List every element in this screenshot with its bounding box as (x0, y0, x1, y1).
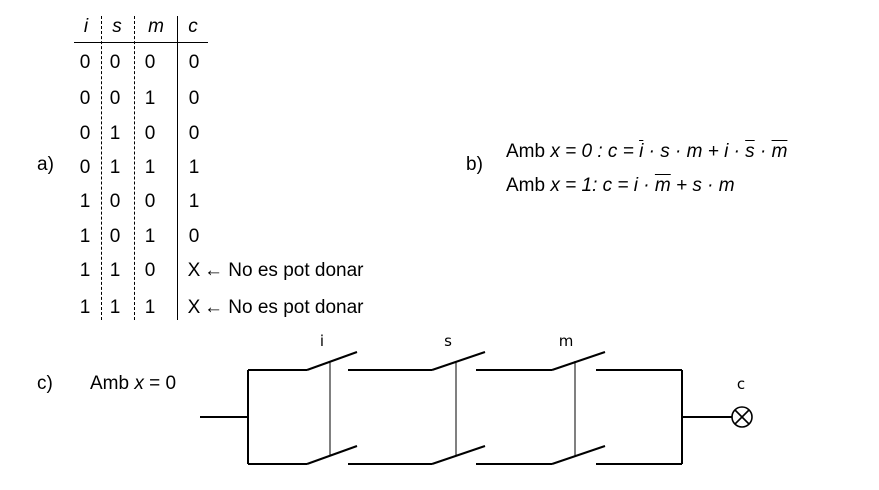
cell-m: 1 (144, 157, 156, 178)
equation-x1: Amb x = 1: c = i · m + s · m (506, 175, 735, 197)
column-divider-mc (177, 16, 178, 320)
cell-i: 1 (79, 260, 91, 281)
circuit-caption-rest: = 0 (143, 373, 177, 394)
equation-x0-term-mid: · (754, 141, 772, 162)
cell-i: 1 (79, 226, 91, 247)
cell-s: 0 (109, 88, 121, 109)
equation-x0-term-i-bar: i (639, 141, 644, 162)
cell-m: 1 (144, 297, 156, 318)
cell-c: 1 (188, 191, 200, 212)
cell-s: 1 (109, 260, 121, 281)
equation-x0-term-s-bar: s (745, 141, 755, 162)
equation-x1-term-m-bar: m (654, 175, 671, 196)
header-m: m (148, 16, 164, 37)
equation-x1-cond: x = 1: (550, 175, 603, 196)
cell-s: 1 (109, 157, 121, 178)
cell-c: 0 (188, 226, 200, 247)
circuit-caption-var: x (134, 373, 144, 394)
equation-x0-term-rest: · s · m + i · (643, 141, 746, 162)
output-label-c: c (737, 375, 745, 393)
impossible-note: ← No es pot donar (204, 297, 364, 318)
switch-m-top (551, 351, 606, 371)
part-b-label: b) (466, 154, 483, 175)
switch-s-top (431, 351, 486, 371)
cell-s: 0 (109, 226, 121, 247)
part-a-label: a) (37, 154, 54, 175)
equation-x1-eq: c = i · (602, 175, 655, 196)
cell-c: 0 (188, 52, 200, 73)
equation-x0-term-m-bar: m (771, 141, 788, 162)
cell-m: 0 (144, 191, 156, 212)
lamp-icon (731, 406, 753, 428)
switch-label-s: s (444, 332, 452, 350)
cell-c: 0 (188, 88, 200, 109)
cell-m: 1 (144, 88, 156, 109)
equation-x0: Amb x = 0 : c = i · s · m + i · s · m (506, 141, 787, 163)
cell-s: 0 (109, 191, 121, 212)
cell-m: 0 (144, 260, 156, 281)
switch-m-bottom (551, 445, 606, 465)
cell-c: X (187, 297, 201, 318)
cell-i: 1 (79, 297, 91, 318)
cell-m: 0 (144, 123, 156, 144)
switch-s-bottom (431, 445, 486, 465)
cell-m: 1 (144, 226, 156, 247)
equation-x1-rest: + s · m (670, 175, 735, 196)
header-divider (74, 42, 208, 43)
cell-s: 1 (109, 123, 121, 144)
circuit-caption-prefix: Amb (90, 373, 135, 394)
switch-label-m: m (559, 332, 574, 350)
cell-s: 0 (109, 52, 121, 73)
cell-i: 0 (79, 157, 91, 178)
impossible-note: ← No es pot donar (204, 260, 364, 281)
header-s: s (112, 16, 122, 37)
header-c: c (188, 16, 198, 37)
equation-x0-eq: c = (607, 141, 640, 162)
cell-i: 0 (79, 52, 91, 73)
header-i: i (83, 16, 89, 37)
switch-i-top (306, 351, 358, 371)
cell-i: 0 (79, 123, 91, 144)
cell-c: 1 (188, 157, 200, 178)
cell-m: 0 (144, 52, 156, 73)
equation-x1-prefix: Amb (506, 175, 551, 196)
switch-label-i: i (320, 332, 324, 350)
cell-s: 1 (109, 297, 121, 318)
equation-x0-prefix: Amb (506, 141, 551, 162)
cell-c: X (187, 260, 201, 281)
cell-i: 0 (79, 88, 91, 109)
column-divider-is (101, 16, 102, 320)
cell-i: 1 (79, 191, 91, 212)
column-divider-sm (134, 16, 135, 320)
part-c-label: c) (37, 373, 53, 394)
cell-c: 0 (188, 123, 200, 144)
equation-x0-cond: x = 0 : (550, 141, 608, 162)
circuit-caption: Amb x = 0 (90, 373, 176, 395)
switch-i-bottom (306, 445, 358, 465)
